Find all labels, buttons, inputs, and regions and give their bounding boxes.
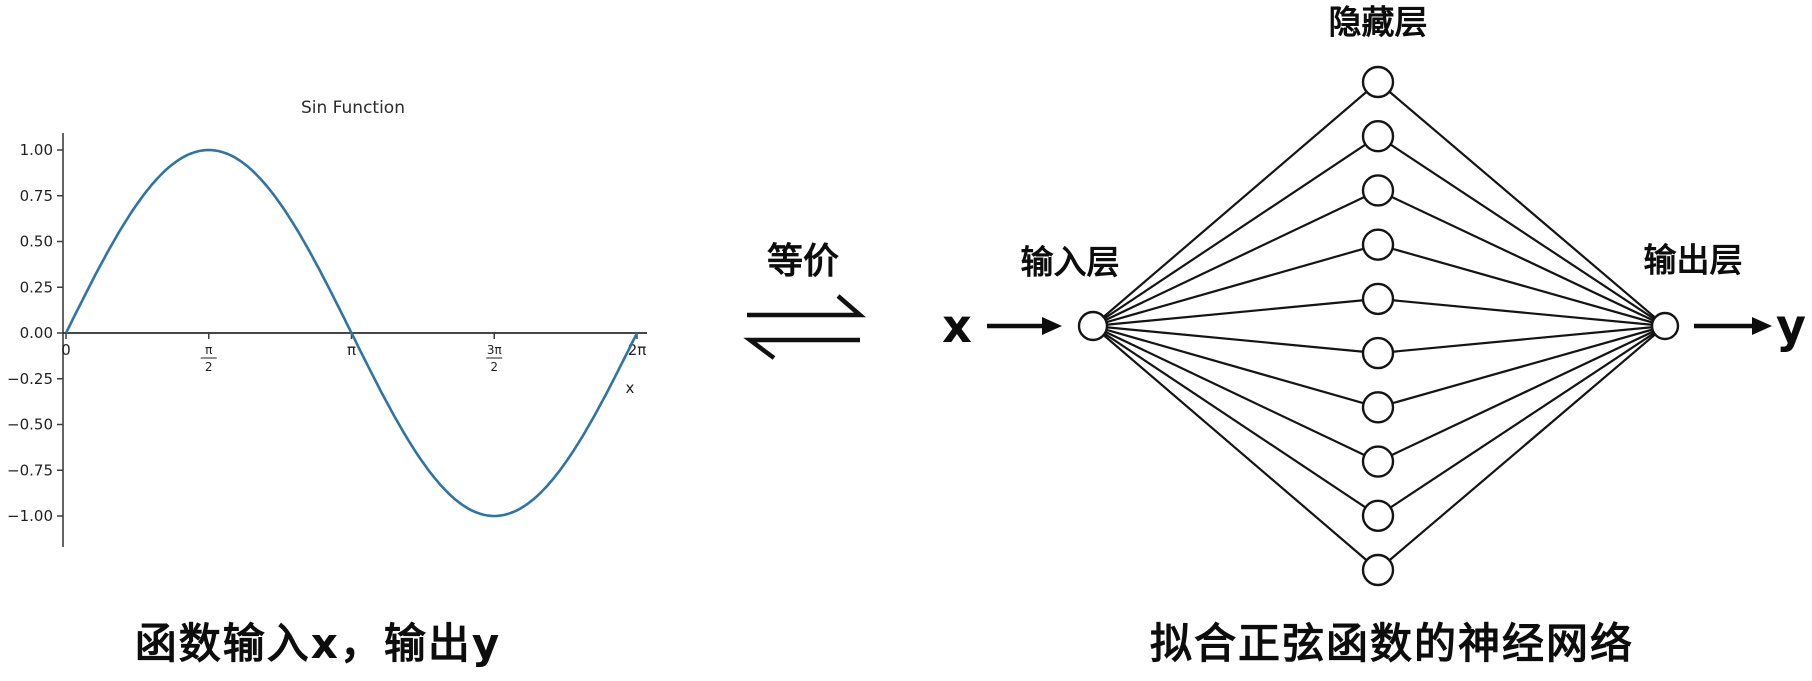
hidden-node-5	[1361, 282, 1395, 316]
x-tick-label: 0	[61, 341, 71, 359]
sine-plot: Sin Function 1.00 0.75 0.50 0.25 0.00 −0.25 −0.…	[7, 98, 647, 547]
edge-hidden-output	[1377, 243, 1666, 328]
hidden-node-6	[1361, 336, 1395, 370]
hidden-node-8	[1361, 445, 1395, 478]
input-node	[1077, 310, 1109, 342]
y-tick-label: 0.00	[20, 324, 53, 342]
output-node	[1650, 311, 1680, 341]
edge-hidden-output	[1377, 324, 1666, 355]
y-tick-label: 0.50	[20, 233, 53, 251]
edge-input-hidden	[1092, 325, 1379, 571]
edge-hidden-output	[1377, 324, 1666, 409]
edge-hidden-output	[1377, 325, 1666, 517]
left-caption: 函数输入x，输出y	[134, 619, 502, 668]
edge-hidden-output	[1377, 81, 1666, 327]
right-caption: 拟合正弦函数的神经网络	[1149, 619, 1635, 668]
input-layer-label: 输入层	[1020, 242, 1120, 282]
output-layer-label: 输出层	[1643, 240, 1743, 280]
hidden-node-2	[1361, 120, 1395, 153]
hidden-node-10	[1361, 553, 1395, 587]
edge-input-hidden	[1092, 324, 1379, 355]
x-tick-label: π	[205, 343, 212, 357]
edge-input-hidden	[1092, 135, 1379, 327]
edge-input-hidden	[1092, 81, 1379, 327]
edge-input-hidden	[1092, 189, 1379, 327]
hidden-node-9	[1361, 499, 1395, 532]
y-tick-label: 0.75	[20, 187, 53, 205]
x-axis-label: x	[626, 379, 635, 397]
y-tick-label: −0.50	[7, 416, 53, 434]
edge-hidden-output	[1377, 325, 1666, 571]
x-tick-label: 3π	[487, 343, 502, 357]
hidden-layer-label: 隐藏层	[1328, 2, 1428, 42]
output-variable-label: y	[1776, 299, 1806, 353]
hidden-node-3	[1361, 174, 1395, 207]
svg-text:2: 2	[205, 360, 213, 374]
hidden-node-7	[1361, 391, 1395, 424]
y-tick-label: −0.25	[7, 370, 53, 388]
equivalence-label: 等价	[766, 241, 840, 282]
edge-input-hidden	[1092, 325, 1379, 517]
edge-hidden-output	[1377, 297, 1666, 328]
x-tick-label: 2π	[628, 341, 647, 359]
y-tick-label: −1.00	[7, 507, 53, 525]
svg-text:2: 2	[490, 360, 498, 374]
y-tick-label: 0.25	[20, 278, 53, 296]
edge-input-hidden	[1092, 324, 1379, 409]
edge-input-hidden	[1092, 297, 1379, 328]
edge-hidden-output	[1377, 189, 1666, 327]
input-variable-label: x	[942, 299, 972, 353]
hidden-node-1	[1361, 65, 1395, 99]
edge-hidden-output	[1377, 135, 1666, 327]
plot-title: Sin Function	[301, 98, 405, 118]
edge-hidden-output	[1377, 325, 1666, 463]
y-tick-label: −0.75	[7, 461, 53, 479]
hidden-node-4	[1361, 228, 1395, 261]
x-tick-label: π	[347, 341, 356, 359]
equilibrium-arrows-icon	[743, 294, 867, 360]
edge-input-hidden	[1092, 243, 1379, 328]
sine-curve	[64, 148, 639, 518]
y-tick-label: 1.00	[20, 141, 53, 159]
edge-input-hidden	[1092, 325, 1379, 463]
